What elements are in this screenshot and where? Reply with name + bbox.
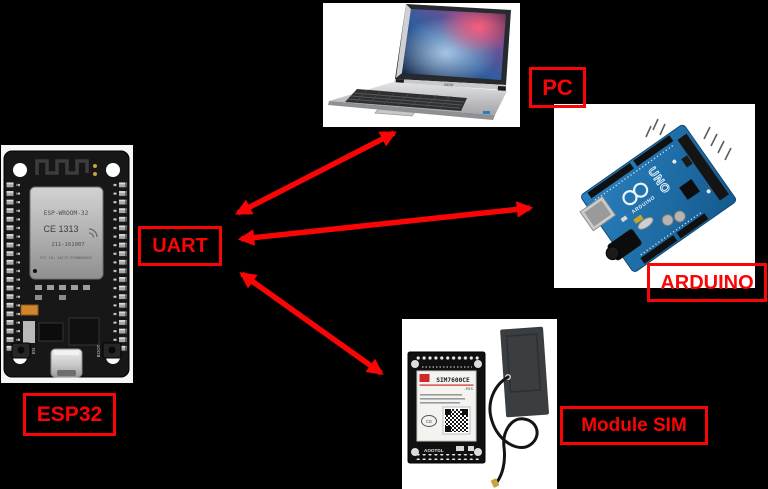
arduino-label: ARDUINO [647,263,767,302]
esp32-components [20,285,100,346]
esp32-left-pins [6,181,14,353]
sim-antenna-cable [488,375,539,484]
arduino-label-text: ARDUINO [660,271,754,294]
sim-ce-mark: CE [426,419,432,424]
esp32-shield: ESP-WROOM-32 CE 1313 211-161007 FCC ID: … [29,186,104,280]
sim-qr-code [442,406,471,435]
arduino-header-pins [645,118,732,161]
esp32-ce-text: CE 1313 [43,224,78,234]
esp32-en-button: EN [11,342,36,359]
esp32-regulator-chip [38,322,64,342]
simcom-logo [419,374,430,382]
uart-label-text: UART [152,235,208,257]
arduino-crystal [637,216,654,230]
esp32-shield-text: ESP-WROOM-32 [44,210,89,217]
esp32-en-label: EN [31,348,36,354]
arduino-power-jack [605,229,642,261]
esp32-board-photo: ESP-WROOM-32 CE 1313 211-161007 FCC ID: … [1,145,133,383]
arrow-uart-module-sim [239,271,384,376]
arduino-illustration: ARDUINO UNO [554,104,755,288]
esp32-boot-label: BOOT [96,344,101,357]
module-sim-label-text: Module SIM [581,415,687,436]
pc-label-text: PC [542,74,573,100]
laptop-screen: acer [394,4,511,90]
sim-antenna [488,326,549,488]
sim-module-name: SIM7600CE [436,377,470,384]
sim-vendor-text: AOOTGL [424,448,444,453]
esp32-code-text: 211-161007 [51,242,84,248]
esp32-right-pins [119,181,127,353]
esp32-board-illustration: ESP-WROOM-32 CE 1313 211-161007 FCC ID: … [1,145,133,383]
pc-label: PC [529,67,586,108]
uart-label: UART [138,226,222,266]
laptop-illustration: acer [323,3,520,127]
esp32-usb-chip [68,317,100,346]
esp32-label-text: ESP32 [36,403,103,426]
pc-laptop-photo: acer [323,3,520,127]
laptop-brand-logo: acer [444,82,454,88]
esp32-microusb-port [50,348,83,378]
module-sim-label: Module SIM [560,406,708,445]
sim-pcb: SIM7600CE -M1S CE AOOTGL [407,351,486,464]
sim-ipex-connector [490,478,500,488]
esp32-antenna-trace [35,159,89,175]
sim-module-illustration: SIM7600CE -M1S CE AOOTGL [402,319,557,489]
arrow-uart-arduino [237,201,534,246]
arduino-pcb: ARDUINO UNO [579,124,737,272]
arduino-logo [622,182,649,206]
laptop-base [328,79,507,120]
arduino-board-photo: ARDUINO UNO [554,104,755,288]
arduino-usb-port [579,195,617,232]
esp32-boot-button: BOOT [96,342,122,359]
sim7600-module: SIM7600CE -M1S CE [416,370,477,442]
esp32-label: ESP32 [23,393,116,436]
sim-module-photo: SIM7600CE -M1S CE AOOTGL [402,319,557,489]
esp32-inductor [20,304,39,316]
esp32-fcc-text: FCC ID: 2AC7Z-ESPWROOM32 [40,256,92,260]
sim-module-variant: -M1S [464,386,474,391]
arrow-uart-pc [235,130,397,216]
arduino-mcu-chip [679,179,701,200]
